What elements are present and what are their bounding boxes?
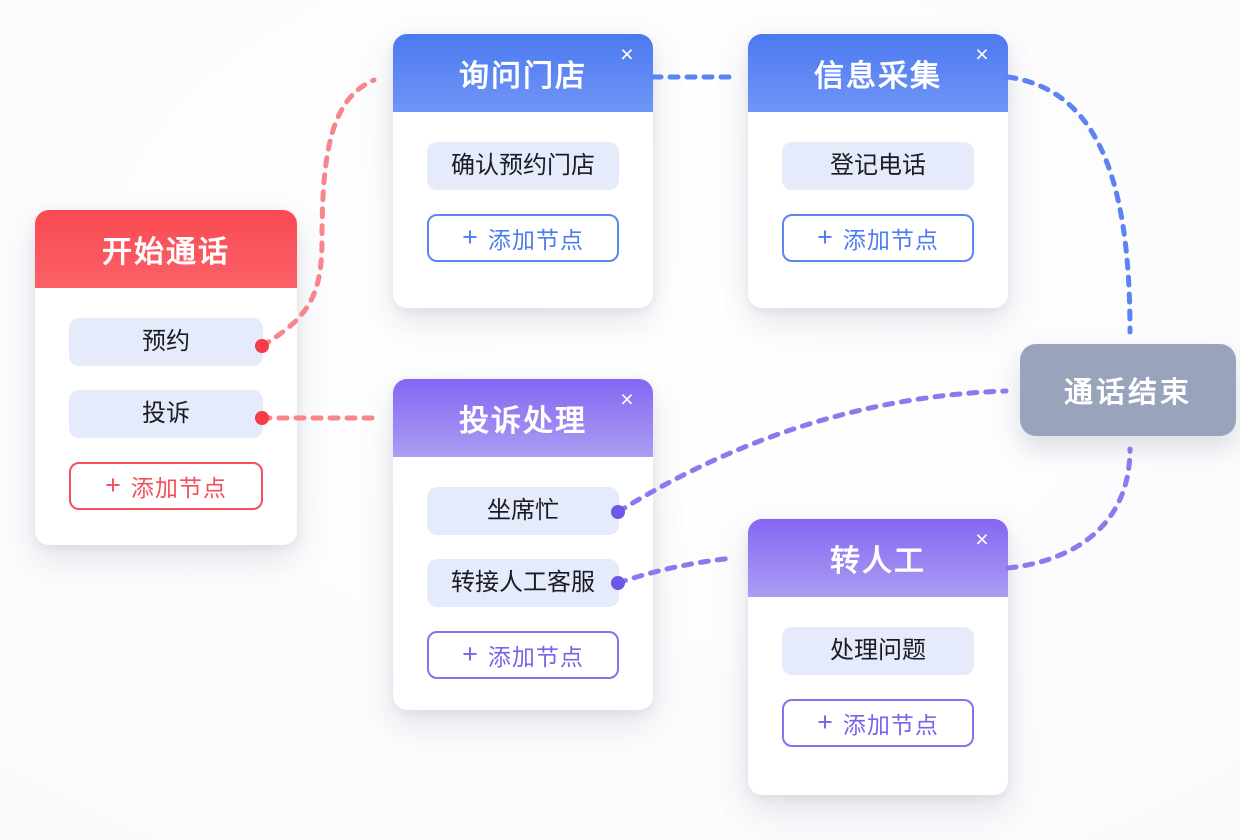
branch-transfer-human[interactable]: 转接人工客服 <box>427 559 619 607</box>
close-icon[interactable]: × <box>968 525 996 553</box>
node-card-complaint-handling[interactable]: 投诉处理 × 坐席忙 转接人工客服 + 添加节点 <box>393 379 653 710</box>
add-node-button[interactable]: + 添加节点 <box>427 214 619 262</box>
node-body: 登记电话 + 添加节点 <box>748 112 1008 262</box>
add-node-label: 添加节点 <box>842 712 939 738</box>
edge-agent-busy-to-end <box>615 388 1009 515</box>
node-title: 开始通话 <box>102 236 230 269</box>
add-node-button[interactable]: + 添加节点 <box>782 699 974 747</box>
close-icon[interactable]: × <box>613 40 641 68</box>
node-body: 预约 投诉 + 添加节点 <box>35 288 297 510</box>
add-node-label: 添加节点 <box>842 227 939 253</box>
node-card-start-call[interactable]: 开始通话 预约 投诉 + 添加节点 <box>35 210 297 545</box>
node-header: 开始通话 <box>35 210 297 288</box>
node-title: 转人工 <box>830 545 926 578</box>
close-icon[interactable]: × <box>968 40 996 68</box>
node-header: 投诉处理 × <box>393 379 653 457</box>
branch-handle-issue[interactable]: 处理问题 <box>782 627 974 675</box>
node-header: 信息采集 × <box>748 34 1008 112</box>
add-node-button[interactable]: + 添加节点 <box>69 462 263 510</box>
add-node-button[interactable]: + 添加节点 <box>427 631 619 679</box>
add-node-label: 添加节点 <box>487 644 584 670</box>
node-body: 坐席忙 转接人工客服 + 添加节点 <box>393 457 653 679</box>
node-header: 转人工 × <box>748 519 1008 597</box>
plus-icon: + <box>462 221 479 252</box>
node-title: 询问门店 <box>459 60 587 93</box>
node-title: 投诉处理 <box>459 405 587 438</box>
branch-appointment[interactable]: 预约 <box>69 318 263 366</box>
add-node-label: 添加节点 <box>130 475 227 501</box>
add-node-button[interactable]: + 添加节点 <box>782 214 974 262</box>
node-title: 通话结束 <box>1063 377 1192 409</box>
plus-icon: + <box>105 469 122 500</box>
add-node-label: 添加节点 <box>487 227 584 253</box>
edge-transfer-to-end <box>1005 446 1133 571</box>
plus-icon: + <box>817 706 834 737</box>
node-card-ask-store[interactable]: 询问门店 × 确认预约门店 + 添加节点 <box>393 34 653 308</box>
node-card-call-end[interactable]: 通话结束 <box>1020 344 1236 436</box>
branch-agent-busy[interactable]: 坐席忙 <box>427 487 619 535</box>
node-card-transfer-human[interactable]: 转人工 × 处理问题 + 添加节点 <box>748 519 1008 795</box>
close-icon[interactable]: × <box>613 385 641 413</box>
branch-confirm-store[interactable]: 确认预约门店 <box>427 142 619 190</box>
node-title: 信息采集 <box>814 60 942 93</box>
node-card-info-collect[interactable]: 信息采集 × 登记电话 + 添加节点 <box>748 34 1008 308</box>
plus-icon: + <box>817 221 834 252</box>
node-body: 处理问题 + 添加节点 <box>748 597 1008 747</box>
plus-icon: + <box>462 638 479 669</box>
branch-register-phone[interactable]: 登记电话 <box>782 142 974 190</box>
edge-info-collect-to-end <box>1005 74 1133 335</box>
node-header: 询问门店 × <box>393 34 653 112</box>
branch-complaint[interactable]: 投诉 <box>69 390 263 438</box>
node-body: 确认预约门店 + 添加节点 <box>393 112 653 262</box>
